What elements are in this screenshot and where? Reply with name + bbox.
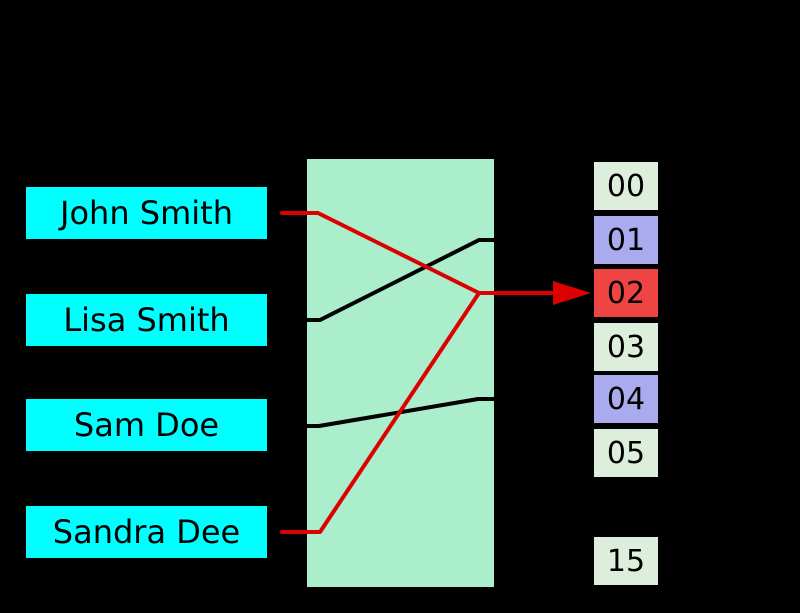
- key-label-sandra-dee: Sandra Dee: [52, 513, 241, 551]
- key-label-lisa-smith: Lisa Smith: [63, 301, 230, 339]
- line-sandra-dee-to-02: [280, 291, 481, 534]
- bucket-label-04: 04: [606, 381, 646, 417]
- key-box-sandra-dee: Sandra Dee: [26, 506, 267, 558]
- bucket-label-05: 05: [606, 435, 646, 471]
- line-lisa-smith-to-01: [268, 238, 596, 322]
- bucket-04: 04: [594, 375, 658, 423]
- bucket-02-collision: 02: [594, 269, 658, 317]
- bucket-label-02: 02: [606, 275, 646, 311]
- key-box-sam-doe: Sam Doe: [26, 399, 267, 451]
- key-label-sam-doe: Sam Doe: [73, 406, 220, 444]
- bucket-05: 05: [594, 429, 658, 477]
- key-box-lisa-smith: Lisa Smith: [26, 294, 267, 346]
- key-box-john-smith: John Smith: [26, 187, 267, 239]
- bucket-01: 01: [594, 216, 658, 264]
- bucket-00: 00: [594, 162, 658, 210]
- bucket-label-15: 15: [606, 543, 646, 579]
- key-label-john-smith: John Smith: [60, 194, 233, 232]
- collision-arrowhead-icon: [553, 281, 591, 305]
- bucket-03: 03: [594, 323, 658, 371]
- bucket-label-01: 01: [606, 222, 646, 258]
- hash-function-box: [307, 159, 494, 587]
- bucket-label-03: 03: [606, 329, 646, 365]
- bucket-15: 15: [594, 537, 658, 585]
- bucket-label-00: 00: [606, 168, 646, 204]
- line-sam-doe-to-04: [268, 397, 596, 428]
- line-john-smith-to-02: [280, 211, 481, 295]
